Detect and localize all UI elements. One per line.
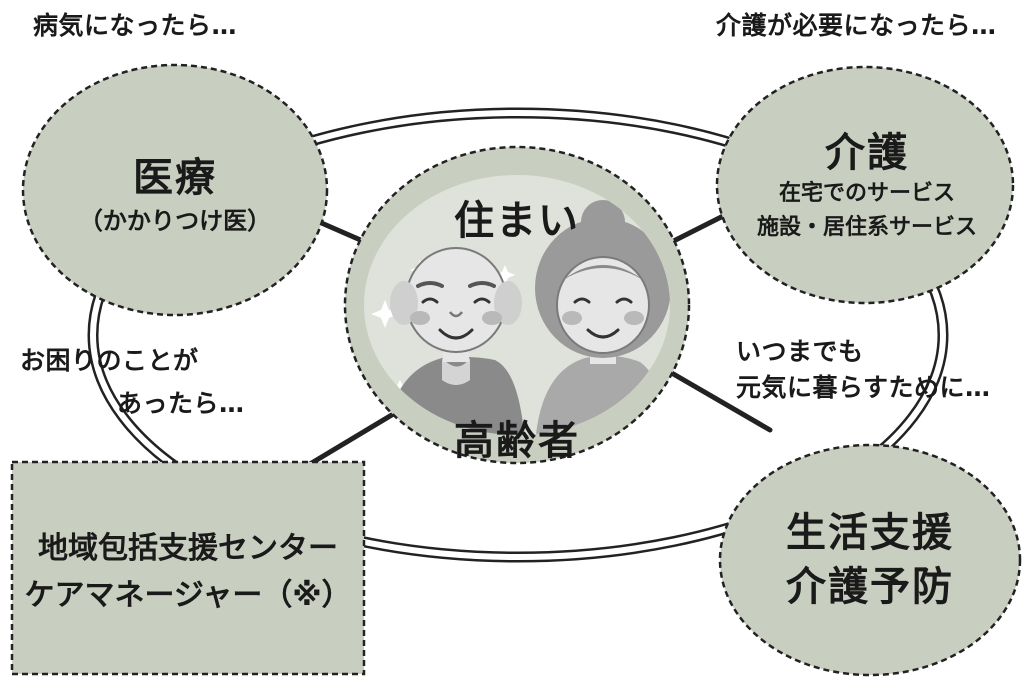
care-line2: 施設・居住系サービス <box>756 215 977 240</box>
elderly-couple-illustration <box>364 175 670 435</box>
life-support-line1: 生活支援 <box>786 510 954 556</box>
caption-trouble-line2: あったら… <box>117 389 245 418</box>
caption-illness: 病気になったら… <box>33 11 238 40</box>
caption-trouble-line1: お困りのことが <box>20 346 199 375</box>
caption-healthy-line2: 元気に暮らすために… <box>736 373 991 402</box>
center-node <box>343 145 691 465</box>
center-top-label: 住まい <box>454 198 580 244</box>
support-center-node <box>10 460 366 676</box>
care-line1: 在宅でのサービス <box>778 181 955 206</box>
support-center-line2: ケアマネージャー（※） <box>24 578 352 613</box>
life-support-line2: 介護予防 <box>786 564 954 610</box>
caption-healthy-line1: いつまでも <box>736 337 864 366</box>
connector-support-center <box>297 407 403 473</box>
medical-node <box>21 63 329 317</box>
life-support-node <box>718 443 1022 677</box>
grandfather-figure <box>385 247 525 435</box>
care-node <box>715 65 1015 305</box>
center-bottom-label: 高齢者 <box>454 418 580 464</box>
outer-ring <box>87 107 949 563</box>
caption-care-needed: 介護が必要になったら… <box>716 11 997 40</box>
medical-title: 医療 <box>133 155 217 201</box>
support-center-line1: 地域包括支援センター <box>38 531 338 566</box>
care-title: 介護 <box>825 130 909 176</box>
medical-subtitle: （かかりつけ医） <box>78 207 272 235</box>
